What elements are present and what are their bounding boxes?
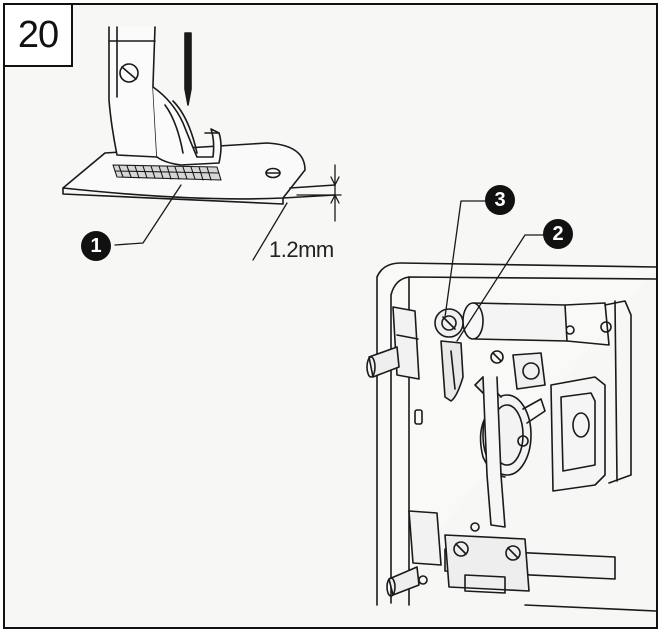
needle bbox=[184, 32, 192, 106]
step-number-box: 20 bbox=[5, 5, 73, 67]
presser-foot-shank bbox=[108, 26, 158, 158]
callout-set-screw: 3 bbox=[485, 185, 515, 215]
dimension-marker bbox=[252, 164, 342, 261]
shank-screw bbox=[119, 63, 139, 83]
callout-needle-guard: 2 bbox=[543, 219, 573, 249]
feed-dog bbox=[112, 164, 222, 181]
needle-guard bbox=[440, 340, 464, 402]
left-pin-bottom bbox=[388, 566, 420, 596]
left-bracket-bottom bbox=[408, 510, 442, 566]
feed-dog-leader bbox=[114, 184, 182, 246]
hook-shaft bbox=[472, 302, 568, 342]
presser-foot-detail bbox=[62, 26, 342, 261]
set-screw-leader bbox=[444, 200, 486, 318]
step-number: 20 bbox=[17, 14, 59, 56]
hook-assembly-detail bbox=[366, 200, 656, 612]
driver-rod bbox=[482, 376, 506, 528]
right-housing bbox=[550, 376, 606, 492]
sewing-machine-illustration bbox=[62, 26, 656, 612]
figure-frame: 20 bbox=[3, 3, 658, 629]
dimension-label: 1.2mm bbox=[269, 237, 334, 262]
needle-guard-leader bbox=[456, 234, 546, 342]
presser-foot-toe bbox=[152, 86, 222, 166]
callout-feed-dog: 1 bbox=[81, 231, 111, 261]
left-pin-top bbox=[368, 346, 400, 378]
plate-screw bbox=[265, 167, 281, 179]
set-screw bbox=[434, 308, 464, 338]
